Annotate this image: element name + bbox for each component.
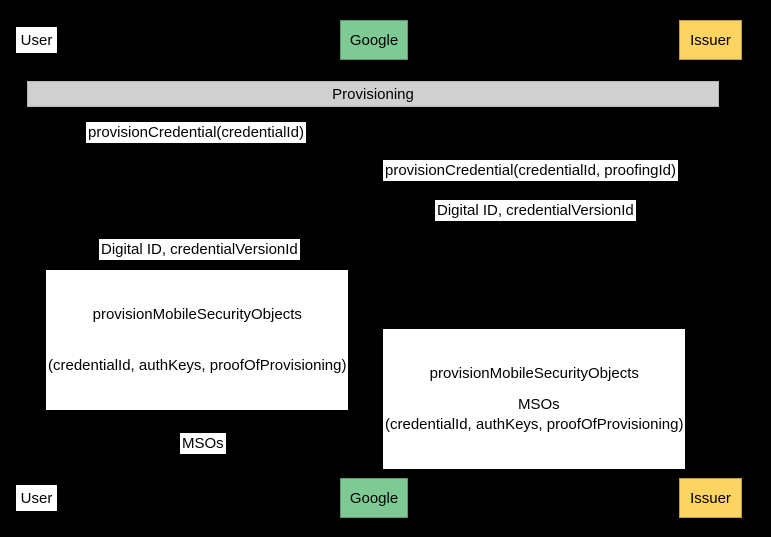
- message-m7-line-1: MSOs: [518, 396, 560, 413]
- message-label-m7: MSOs: [516, 394, 562, 415]
- participant-user-footer-label: User: [20, 489, 53, 507]
- lifeline-google: [373, 60, 374, 478]
- fragment-provisioning: Provisioning: [27, 81, 719, 107]
- participant-user-header[interactable]: User: [16, 27, 57, 53]
- participant-issuer-footer-label: Issuer: [690, 489, 731, 507]
- participant-user-header-label: User: [20, 31, 53, 49]
- message-m5-line-1: provisionMobileSecurityObjects: [92, 306, 302, 323]
- participant-google-header-label: Google: [349, 31, 399, 49]
- message-m6-line-2: (credentialId, authKeys, proofOfProvisio…: [385, 416, 684, 433]
- message-m3-line-1: Digital ID, credentialVersionId: [437, 202, 634, 219]
- fragment-provisioning-label: Provisioning: [332, 85, 414, 103]
- message-label-m2: provisionCredential(credentialId, proofi…: [383, 160, 678, 181]
- message-m2-line-1: provisionCredential(credentialId, proofi…: [385, 162, 676, 179]
- message-m1-line-1: provisionCredential(credentialId): [88, 124, 304, 141]
- message-label-m3: Digital ID, credentialVersionId: [435, 200, 636, 221]
- arrow-m1: [36, 150, 373, 151]
- message-label-m8: MSOs: [180, 433, 226, 454]
- arrow-m4: [36, 267, 373, 268]
- participant-google-footer[interactable]: Google: [340, 478, 408, 518]
- arrow-m2: [373, 188, 710, 189]
- message-label-m1: provisionCredential(credentialId): [86, 122, 306, 143]
- lifeline-issuer: [710, 60, 711, 478]
- message-label-m5: provisionMobileSecurityObjects (credenti…: [46, 270, 349, 410]
- participant-issuer-footer[interactable]: Issuer: [679, 478, 742, 518]
- lifeline-user: [36, 60, 37, 478]
- message-m6-line-1: provisionMobileSecurityObjects: [429, 365, 639, 382]
- arrow-m8: [36, 461, 373, 462]
- message-m4-line-1: Digital ID, credentialVersionId: [101, 241, 298, 258]
- participant-google-header[interactable]: Google: [340, 20, 408, 60]
- message-m5-line-2: (credentialId, authKeys, proofOfProvisio…: [48, 357, 347, 374]
- participant-google-footer-label: Google: [349, 489, 399, 507]
- message-m8-line-1: MSOs: [182, 435, 224, 452]
- participant-issuer-header[interactable]: Issuer: [679, 20, 742, 60]
- participant-user-footer[interactable]: User: [16, 485, 57, 511]
- message-label-m4: Digital ID, credentialVersionId: [99, 239, 300, 260]
- arrow-m3: [373, 228, 710, 229]
- participant-issuer-header-label: Issuer: [690, 31, 731, 49]
